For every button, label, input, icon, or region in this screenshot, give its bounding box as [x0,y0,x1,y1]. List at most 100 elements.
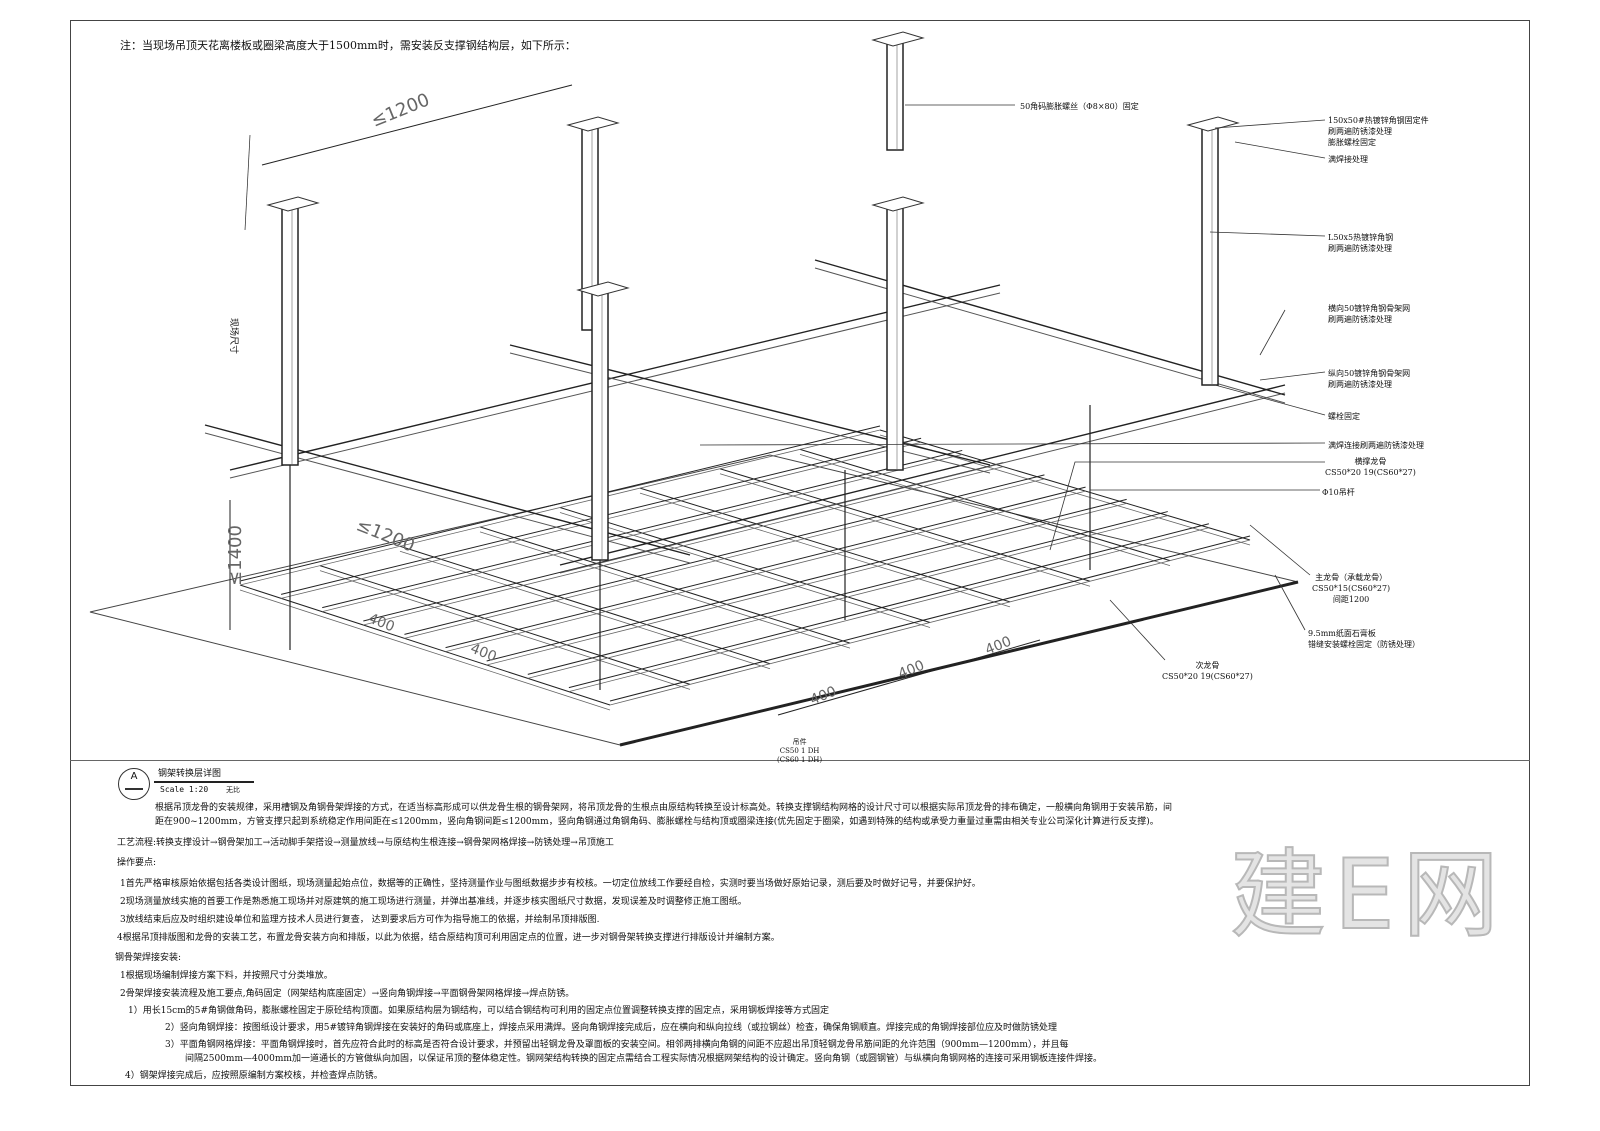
label-anchor: 50角码膨胀螺丝（Φ8×80）固定 [1020,102,1139,111]
leader-line [1274,574,1306,631]
weld-1: 1根据现场编制焊接方案下料，并按照尺寸分类堆放。 [120,971,333,981]
leader-line [1214,119,1326,129]
dim-line-top [261,84,573,166]
secondary-channel [559,507,931,623]
anchor-plate [566,116,620,132]
ops-1: 1首先严格审核原始依据包括各类设计图纸，现场测量起始点位，数据等的正确性，坚持测… [120,879,981,889]
secondary-channel-edge [319,570,691,690]
dim-line-400 [777,639,1041,716]
main-channel [568,523,1210,689]
label-weld: 满焊接处理 [1328,155,1368,164]
drawing-scale: Scale 1:20 [160,785,209,794]
step-3b: 间隔2500mm—4000mm加一道通长的方管做纵向加固，以保证吊顶的整体稳定性… [185,1054,1102,1064]
step-3a: 3）平面角钢网格焊接：平面角钢焊接时，首先应符合此时的标高是否符合设计要求，并预… [165,1040,1069,1050]
secondary-channel-edge [559,512,931,628]
dim-1400: ≤1400 [224,525,246,586]
main-channel [609,535,1251,702]
secondary-channel-edge [639,492,1011,608]
main-channel-edge [486,502,1127,666]
main-channel-edge [445,490,1086,653]
section-mark: A [118,768,150,800]
ops-4: 4根据吊顶排版图和龙骨的安装工艺，布置龙骨安装方向和排版，以此为依据，结合原结构… [117,933,780,943]
steel-angle-beam [509,344,991,466]
main-channel-edge [363,466,1004,626]
steel-angle-beam-edge [559,392,1286,574]
drawing-frame [70,20,1530,1086]
para-1b: 距在900~1200mm，方管支撑只起到系统稳定作用间距在≤1200mm，竖向角… [155,817,1159,827]
watermark-logo: 建E网 [1229,839,1507,951]
weld-heading: 钢骨架焊接安装: [115,953,182,963]
para-1a: 根据吊顶龙骨的安装规律，采用槽钢及角钢骨架焊接的方式，在适当标高形成可以供龙骨生… [155,803,1173,813]
label-angle: L50x5热镀锌角钢刷两遍防锈漆处理 [1328,233,1394,253]
main-channel-edge [322,454,963,613]
steel-angle-beam [559,384,1286,566]
leader-line [1259,371,1326,381]
steel-column [886,39,904,151]
anchor-plate [1186,116,1240,132]
leader-line [1209,231,1326,237]
steel-angle-beam-edge [229,292,1001,479]
steel-column [281,204,299,466]
step-4: 4）钢架焊接完成后，应按照原编制方案校核，并检查焊点防锈。 [125,1071,383,1081]
ops-3: 3放线结束后应及时组织建设单位和监理方技术人员进行复查， 达到要求后方可作为指导… [120,915,600,925]
process-flow: 工艺流程:转换支撑设计→钢骨架加工→活动脚手架搭设→测量放线→与原结构生根连接→… [117,838,614,848]
anchor-plate [871,31,925,47]
secondary-channel [639,487,1011,603]
anchor-plate [871,196,925,212]
leader-line [1234,141,1326,159]
main-channel-edge [239,429,881,586]
main-channel-edge [527,515,1168,679]
dim-ext [244,134,251,231]
step-2: 2）竖向角钢焊接：按图纸设计要求，用5#镀锌角钢焊接在安装好的角码或底座上，焊接… [165,1023,1057,1033]
secondary-channel-edge [239,589,611,711]
secondary-channel [799,448,1171,562]
secondary-channel [399,545,771,665]
divider-line [70,760,1530,761]
main-channel [322,449,963,609]
main-channel [527,511,1168,675]
leader-line [1259,309,1286,356]
steel-angle-beam-edge [204,432,691,564]
main-channel [486,498,1127,662]
steel-column [1201,124,1219,386]
steel-angle-beam-edge [509,352,991,474]
main-channel [239,425,881,582]
secondary-channel [879,429,1251,541]
step-1: 1）用长15cm的5#角钢做角码，膨胀螺栓固定于原砼结构顶面。如果原结构层为钢结… [128,1006,830,1016]
secondary-channel-edge [719,473,1091,587]
ops-heading: 操作要点: [117,858,157,868]
main-channel-edge [568,527,1209,693]
anchor-plate [576,281,630,297]
secondary-channel [719,468,1091,582]
drawing-title: 钢架转换层详图 [158,769,222,779]
steel-column [886,204,904,471]
dim-site: 现场尺寸 [228,317,239,355]
anchor-plate [266,196,320,212]
label-main: 主龙骨（承载龙骨）CS50*15(CS60*27)间距1200 [1312,573,1391,604]
main-channel-edge [404,478,1045,639]
drawing-unit: 无比 [226,786,240,794]
secondary-channel [319,565,691,685]
leader-line [1049,461,1325,551]
main-channel [404,474,1045,635]
secondary-channel [239,584,611,706]
secondary-channel-edge [799,453,1171,567]
label-long: 纵向50镀锌角钢骨架网刷两遍防锈漆处理 [1328,369,1411,389]
label-cross: 横向50镀锌角钢骨架网刷两遍防锈漆处理 [1328,304,1411,324]
leader-line [1214,384,1326,416]
steel-column [591,289,609,561]
leader-line [1249,524,1311,576]
ops-2: 2现场测量放线实施的首要工作是熟悉施工现场并对原建筑的施工现场进行测量，并弹出基… [120,897,747,907]
weld-2: 2骨架焊接安装流程及施工要点,角码固定（网架结构底座固定）→竖向角钢焊接→平面钢… [120,989,575,999]
leader-line [1109,599,1166,661]
leader-line [699,442,1326,446]
secondary-channel-edge [399,550,771,670]
secondary-channel-edge [479,531,851,649]
label-weldpaint: 满焊连接刷两遍防锈漆处理 [1328,441,1424,450]
label-rod: Φ10吊杆 [1322,488,1355,497]
steel-angle-beam [229,284,1001,471]
label-fix: 150x50#热镀锌角钢固定件刷两遍防锈漆处理膨胀螺栓固定 [1328,116,1429,147]
